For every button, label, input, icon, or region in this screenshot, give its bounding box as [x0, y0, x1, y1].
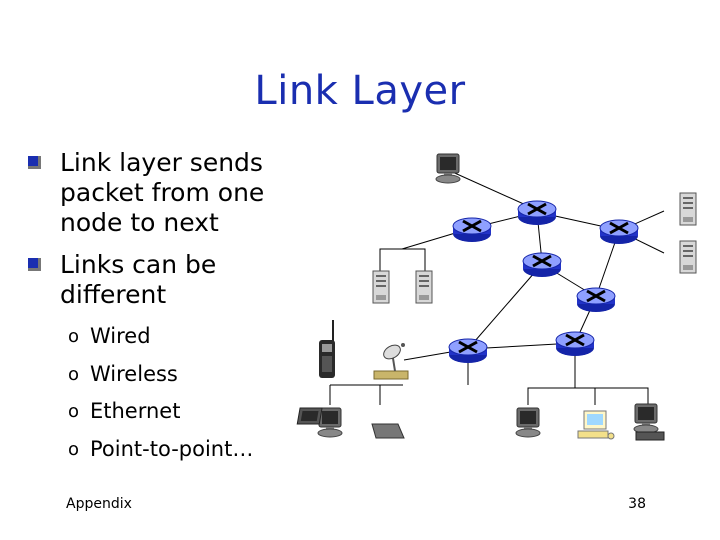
- sub-bullet-marker: o: [68, 438, 80, 460]
- sub-bullet-text: Wireless: [90, 361, 178, 386]
- bullet-text: Link layer sends packet from one node to…: [60, 148, 265, 237]
- server-icon: [372, 270, 390, 304]
- sub-bullet-item: o Point-to-point…: [68, 431, 253, 469]
- router-icon: [598, 218, 640, 246]
- bullet-list: Link layer sends packet from one node to…: [28, 148, 328, 322]
- footer-label: Appendix: [66, 496, 132, 512]
- desktop-icon: [633, 403, 665, 441]
- server-icon: [415, 270, 433, 304]
- server-icon: [679, 240, 697, 274]
- desktop-icon: [515, 407, 541, 438]
- sub-bullet-item: o Ethernet: [68, 393, 253, 431]
- sub-bullet-item: o Wired: [68, 318, 253, 356]
- router-icon: [516, 199, 558, 227]
- page-number: 38: [628, 496, 646, 512]
- sub-bullet-text: Point-to-point…: [90, 436, 254, 461]
- bullet-text: Links can be different: [60, 250, 217, 309]
- sub-bullet-marker: o: [68, 401, 80, 422]
- bullet-item: Link layer sends packet from one node to…: [28, 148, 328, 238]
- slide-title: Link Layer: [254, 68, 466, 114]
- workstation-icon: [577, 410, 615, 440]
- satellite-dish-icon: [373, 343, 409, 380]
- router-icon: [451, 216, 493, 244]
- bullet-marker-icon: [28, 156, 41, 169]
- laptop-icon: [296, 407, 405, 439]
- sub-bullet-marker: o: [68, 363, 80, 385]
- router-icon: [447, 337, 489, 365]
- cell-phone-icon: [319, 320, 335, 378]
- bullet-marker-icon: [28, 258, 41, 271]
- router-icon: [521, 251, 563, 279]
- sub-bullet-text: Ethernet: [90, 399, 181, 423]
- router-icon: [554, 330, 596, 358]
- sub-bullet-item: o Wireless: [68, 356, 253, 394]
- router-icon: [575, 286, 617, 314]
- server-icon: [679, 192, 697, 226]
- sub-bullet-marker: o: [68, 326, 80, 347]
- sub-bullet-text: Wired: [90, 324, 151, 348]
- desktop-icon: [435, 153, 461, 184]
- bullet-item: Links can be different: [28, 250, 328, 310]
